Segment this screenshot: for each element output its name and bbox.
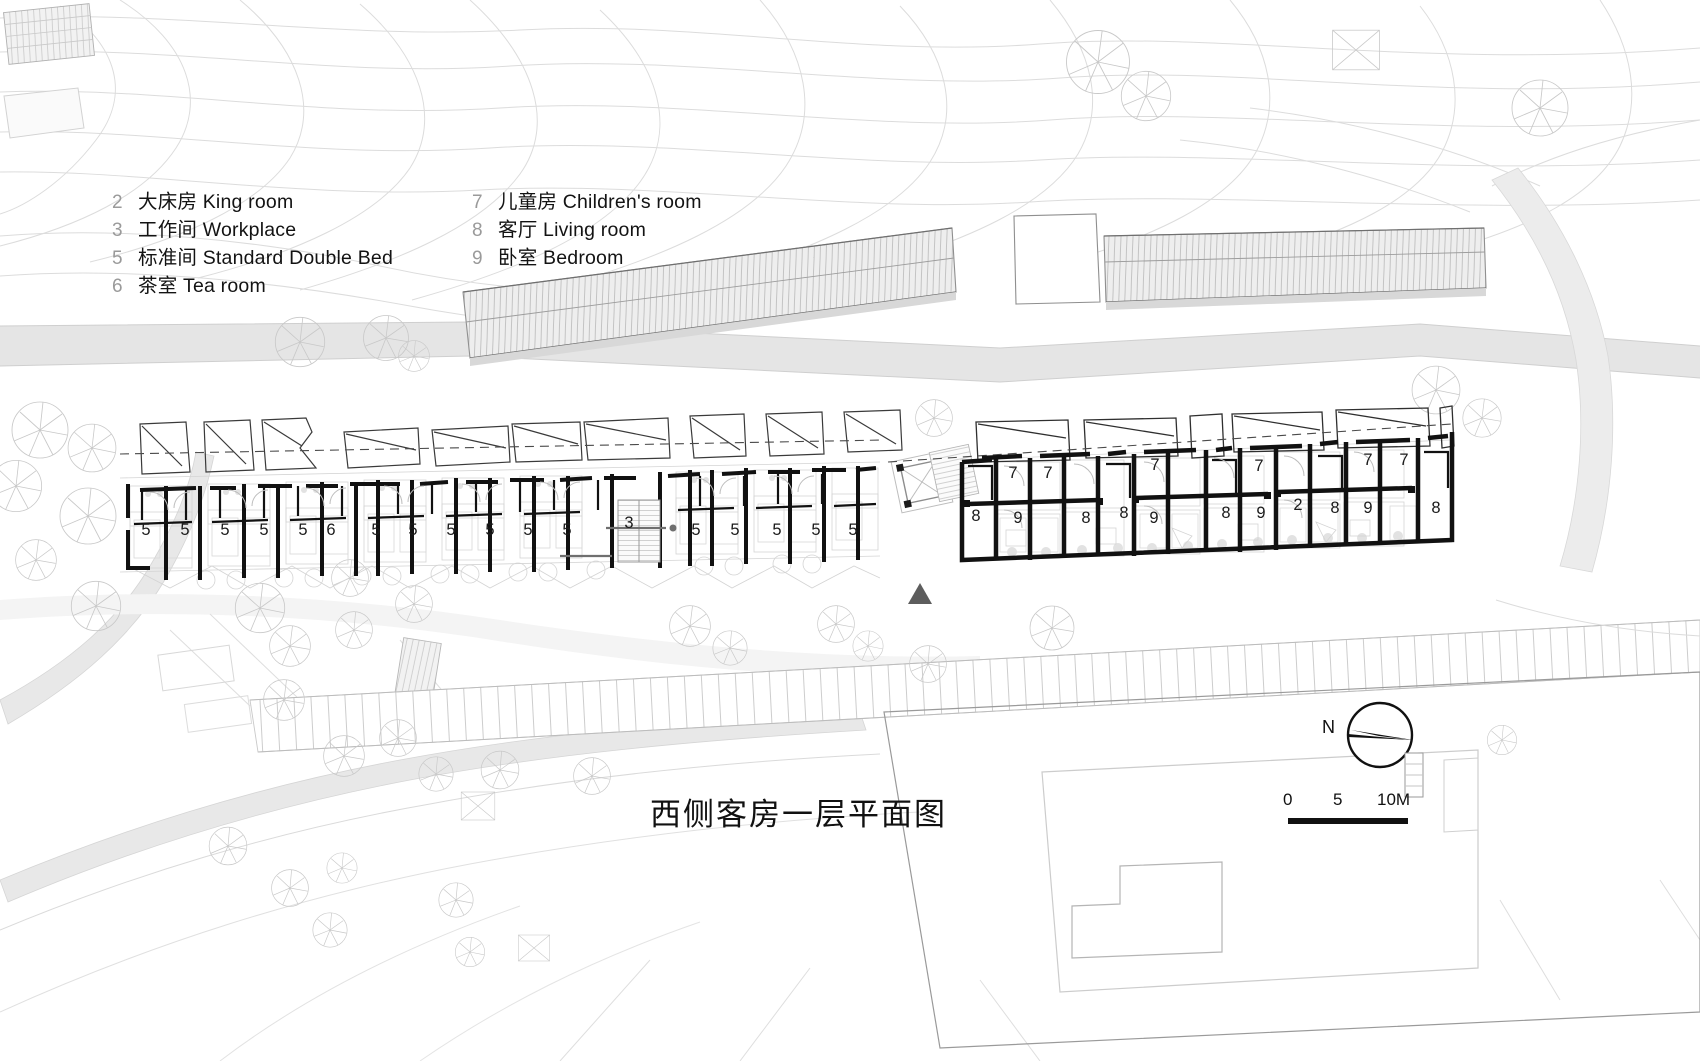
room-number-label: 5 [141,521,150,539]
scale-end-block [1404,752,1424,798]
legend-column-right: 7 儿童房 Children's room 8 客厅 Living room 9 卧室 B… [472,185,702,269]
room-number-label: 7 [1399,451,1408,469]
lower-left-path [0,451,921,1061]
legend-item-number: 8 [472,220,483,241]
door-swings [149,475,815,511]
right-roads [1491,167,1700,637]
east-door-swings [1003,451,1375,529]
scale-tick-5: 5 [1333,790,1343,809]
room-number-label: 8 [971,507,980,525]
room-number-label: 7 [1043,464,1052,482]
legend-item: 5 标准间 Standard Double Bed [112,241,393,269]
mid-ground-band [0,594,980,678]
parking-lot [249,619,1700,753]
room-number-label: 5 [408,521,417,539]
room-number-label: 3 [624,514,633,532]
legend-item: 6 茶室 Tea room [112,269,393,297]
legend-item: 2 大床房 King room [112,185,393,213]
west-stair [617,499,661,563]
room-number-label: 8 [1081,509,1090,527]
room-number-label: 5 [180,521,189,539]
legend-item-number: 5 [112,248,123,269]
room-number-label: 2 [1293,496,1302,514]
room-number-label: 5 [371,521,380,539]
legend-item-label: 茶室 Tea room [138,275,266,297]
setback-dashed-line [119,439,885,455]
room-number-label: 5 [772,521,781,539]
legend-item-label: 标准间 Standard Double Bed [138,247,393,269]
room-number-label: 7 [1008,464,1017,482]
room-number-label: 8 [1221,504,1230,522]
west-wing-room-numbers: 5 5 5 5 5 6 5 5 5 5 5 5 3 5 5 5 5 5 [141,514,857,539]
legend-item-label: 客厅 Living room [498,219,647,241]
east-wing-internal-walls [968,450,1450,540]
page-title: 西侧客房一层平面图 [650,797,947,832]
upper-road [0,321,1700,383]
legend-item-label: 卧室 Bedroom [498,247,624,269]
upper-building-shadow [470,288,1486,366]
upper-left-building [3,3,95,139]
west-wing-furniture [119,461,881,590]
room-number-label: 9 [1256,504,1265,522]
scale-bar [1288,818,1408,824]
view-direction-marker [908,583,932,604]
room-number-label: 8 [1330,499,1339,517]
north-label: N [1322,717,1335,737]
room-number-label: 5 [848,521,857,539]
room-number-label: 7 [1363,451,1372,469]
room-number-label: 5 [691,521,700,539]
legend-item-label: 儿童房 Children's room [498,191,702,213]
room-number-label: 9 [1013,509,1022,527]
room-number-label: 9 [1363,499,1372,517]
room-number-label: 8 [1431,499,1440,517]
legend-column-left: 2 大床房 King room 3 工作间 Workplace 5 标准间 Standar… [112,185,393,297]
room-number-label: 9 [1149,509,1158,527]
scale-bar-labels: 0 5 10M [1283,790,1413,810]
legend-item-label: 工作间 Workplace [138,219,297,241]
room-number-label: 8 [1119,504,1128,522]
upper-building-connector [1013,213,1101,305]
east-wing-room-numbers: 8 7 9 7 8 8 9 7 8 7 9 2 8 7 9 7 8 [971,451,1440,527]
legend-item-number: 3 [112,220,123,241]
room-number-label: 5 [485,521,494,539]
west-wing-internal-walls [133,474,877,526]
room-number-label: 6 [326,521,335,539]
room-number-label: 7 [1150,456,1159,474]
wall-nodes [963,486,1415,507]
room-number-label: 5 [220,521,229,539]
room-number-label: 5 [523,521,532,539]
legend-item: 7 儿童房 Children's room [472,185,702,213]
legend-item: 8 客厅 Living room [472,213,702,241]
room-number-label: 5 [298,521,307,539]
room-number-label: 7 [1254,457,1263,475]
workplace-counters [560,524,677,558]
legend-item-label: 大床房 King room [138,191,294,213]
east-wing-roof-outlines [975,405,1455,463]
scale-tick-0: 0 [1283,790,1293,809]
room-number-label: 5 [562,521,571,539]
legend-item-number: 2 [112,192,123,213]
legend-item: 9 卧室 Bedroom [472,241,702,269]
room-number-label: 5 [259,521,268,539]
legend-item-number: 7 [472,192,483,213]
tree-symbols [0,29,1569,967]
lower-right-compound [883,671,1700,1049]
scale-tick-10: 10M [1377,790,1411,809]
room-number-label: 5 [730,521,739,539]
room-number-label: 5 [446,521,455,539]
legend-item-number: 6 [112,276,123,297]
room-number-label: 5 [811,521,820,539]
north-arrow-icon [1346,701,1414,769]
legend-item: 3 工作间 Workplace [112,213,393,241]
east-setback-dashed-line [887,423,1453,463]
legend-item-number: 9 [472,248,483,269]
